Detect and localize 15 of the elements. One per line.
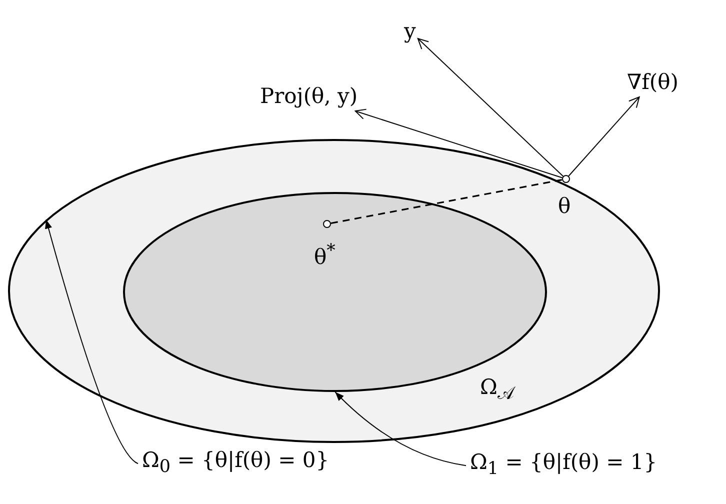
leader-line	[45, 219, 138, 464]
point-label: θ	[558, 193, 571, 219]
leader-line	[334, 392, 466, 466]
vector-label: ∇f(θ)	[627, 69, 678, 95]
vector-arrow	[417, 38, 564, 177]
point-marker	[562, 175, 570, 183]
vector-label: Proj(θ, y)	[260, 83, 358, 109]
vector-arrow	[568, 96, 640, 177]
set-definition: Ω$_{0}$ = {θ|f(θ) = 0}	[142, 447, 330, 480]
dashed-line	[330, 178, 562, 224]
vector-arrow	[354, 108, 563, 178]
region-label: Ω$_{𝒜}$	[480, 374, 514, 406]
vector-label: y	[404, 18, 416, 44]
point-label: θ$^{*}$	[314, 240, 336, 270]
set-definition: Ω$_{1}$ = {θ|f(θ) = 1}	[470, 449, 658, 482]
